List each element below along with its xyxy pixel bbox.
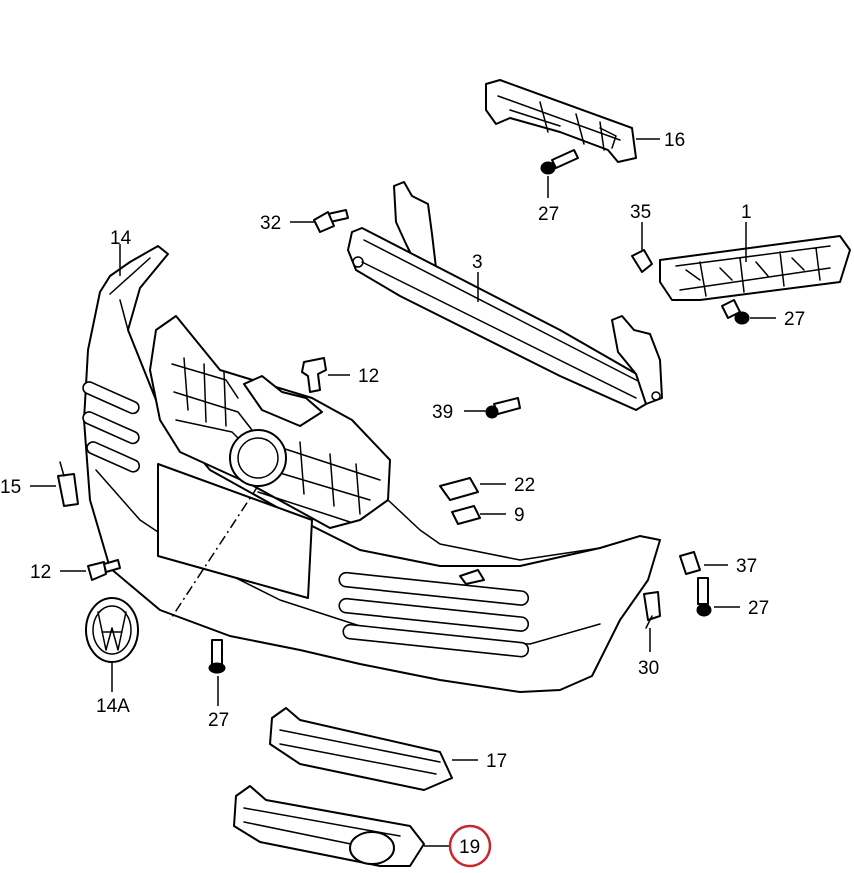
part-1-guide-bracket	[659, 235, 851, 301]
part-15-clip	[57, 461, 79, 507]
callout-1: 1	[741, 202, 752, 223]
part-16-bracket	[485, 79, 637, 163]
part-30-rivet	[643, 591, 661, 629]
leader-lines	[30, 138, 776, 847]
callout-27-right: 27	[784, 309, 805, 330]
callout-39: 39	[432, 402, 453, 423]
part-19-fog-lamp-grille	[233, 785, 425, 867]
bolt-12-left	[87, 559, 121, 581]
callout-14: 14	[110, 228, 132, 249]
part-14a-emblem	[85, 597, 139, 663]
callout-37: 37	[736, 556, 757, 577]
callout-27-bottom: 27	[208, 710, 229, 731]
callout-32: 32	[260, 213, 281, 234]
callout-12-top: 12	[358, 366, 379, 387]
callout-30: 30	[638, 658, 659, 679]
callout-16: 16	[664, 130, 685, 151]
callout-35: 35	[630, 202, 651, 223]
callout-labels: 16 27 35 1 32 3 14 27 12 39 15 22 9 37 1…	[0, 130, 805, 858]
callout-17: 17	[486, 751, 507, 772]
callout-27-mid: 27	[748, 598, 769, 619]
callout-15: 15	[0, 477, 21, 498]
clip-37	[679, 551, 701, 575]
bolt-12-top	[301, 357, 327, 393]
screw-27-right-mid	[696, 577, 712, 617]
part-17-grille-insert	[269, 707, 453, 791]
callout-22: 22	[514, 475, 535, 496]
screw-27-top	[540, 149, 579, 175]
callout-3: 3	[472, 252, 483, 273]
callout-19: 19	[459, 837, 480, 858]
screw-32	[313, 209, 349, 233]
part-3-bumper-carrier	[347, 181, 663, 411]
callout-19-highlight-ring	[448, 824, 492, 868]
part-14-bumper-cover	[82, 245, 661, 693]
screw-27-mid	[208, 639, 226, 674]
clip-35	[631, 249, 653, 273]
callout-9: 9	[514, 505, 525, 526]
callout-27-top: 27	[538, 204, 559, 225]
callout-14a: 14A	[96, 696, 130, 717]
screw-39	[485, 397, 521, 419]
screw-27-right	[721, 299, 750, 325]
callout-12-left: 12	[30, 562, 51, 583]
